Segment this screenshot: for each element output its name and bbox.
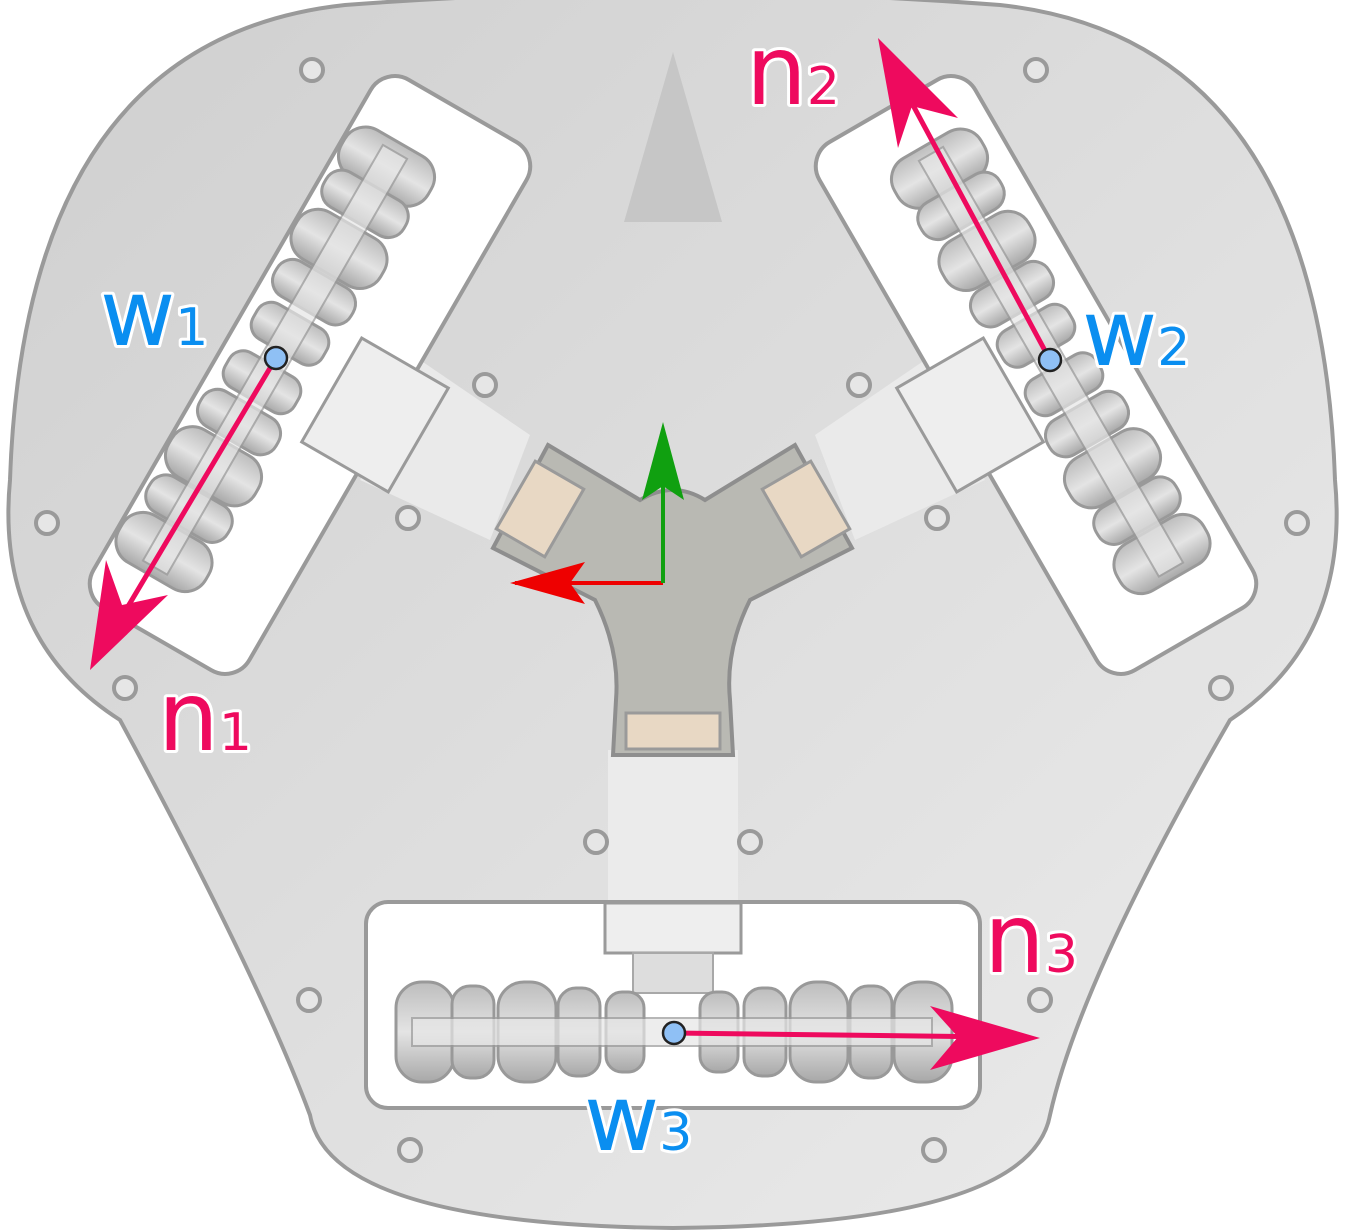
bolt-icon — [583, 829, 609, 855]
bolt-icon — [299, 57, 325, 83]
bolt-icon — [1208, 675, 1234, 701]
bolt-icon — [921, 1137, 947, 1163]
label-w3-main: w — [584, 1065, 659, 1172]
label-n3: n3 — [984, 883, 1078, 995]
bolt-icon — [112, 675, 138, 701]
wheel-center-w2 — [1037, 347, 1063, 373]
label-n1: n1 — [158, 661, 252, 773]
label-w3: w3 — [584, 1065, 692, 1172]
label-w2-main: w — [1082, 280, 1157, 387]
bolt-icon — [397, 1137, 423, 1163]
motor-shaft-3 — [632, 952, 714, 994]
label-n1-main: n — [158, 661, 219, 773]
motor-bracket-2 — [894, 335, 1046, 495]
arrow-icon — [90, 560, 168, 670]
wheel-center-w1 — [263, 345, 289, 371]
label-w1-main: w — [100, 260, 175, 367]
front-direction-triangle — [624, 52, 722, 222]
axis-y-arrowhead — [642, 422, 684, 500]
label-w1-sub: 1 — [175, 298, 208, 358]
hub-pad-bottom — [624, 711, 722, 751]
bolt-icon — [1284, 510, 1310, 536]
label-n2-main: n — [746, 15, 807, 127]
bolt-icon — [395, 505, 421, 531]
motor-bracket-1 — [299, 335, 451, 495]
bolt-icon — [737, 829, 763, 855]
label-w1: w1 — [100, 260, 208, 367]
bolt-icon — [296, 987, 322, 1013]
arm-bottom — [608, 750, 738, 910]
normal-arrow-n1 — [90, 356, 279, 670]
normal-arrow-n3 — [673, 1006, 1040, 1070]
bolt-icon — [472, 372, 498, 398]
hub-pad-left — [494, 459, 586, 559]
label-n3-sub: 3 — [1045, 925, 1078, 985]
bolt-icon — [34, 510, 60, 536]
label-w2: w2 — [1082, 280, 1190, 387]
wheel-center-w3 — [661, 1020, 687, 1046]
arrow-icon — [930, 1006, 1040, 1070]
bolt-icon — [924, 505, 950, 531]
label-w3-sub: 3 — [659, 1103, 692, 1163]
label-w2-sub: 2 — [1157, 318, 1190, 378]
motor-bracket-3 — [603, 901, 743, 955]
label-n1-sub: 1 — [219, 703, 252, 763]
bolt-icon — [1023, 57, 1049, 83]
label-n3-main: n — [984, 883, 1045, 995]
normal-arrow-n2 — [878, 38, 1053, 362]
bolt-icon — [1027, 987, 1053, 1013]
axis-x-arrowhead — [510, 562, 585, 604]
arrow-icon — [878, 38, 958, 148]
label-n2-sub: 2 — [807, 57, 840, 117]
hub-pad-right — [760, 459, 852, 559]
bolts — [34, 57, 1310, 1163]
bolt-icon — [846, 372, 872, 398]
label-n2: n2 — [746, 15, 840, 127]
